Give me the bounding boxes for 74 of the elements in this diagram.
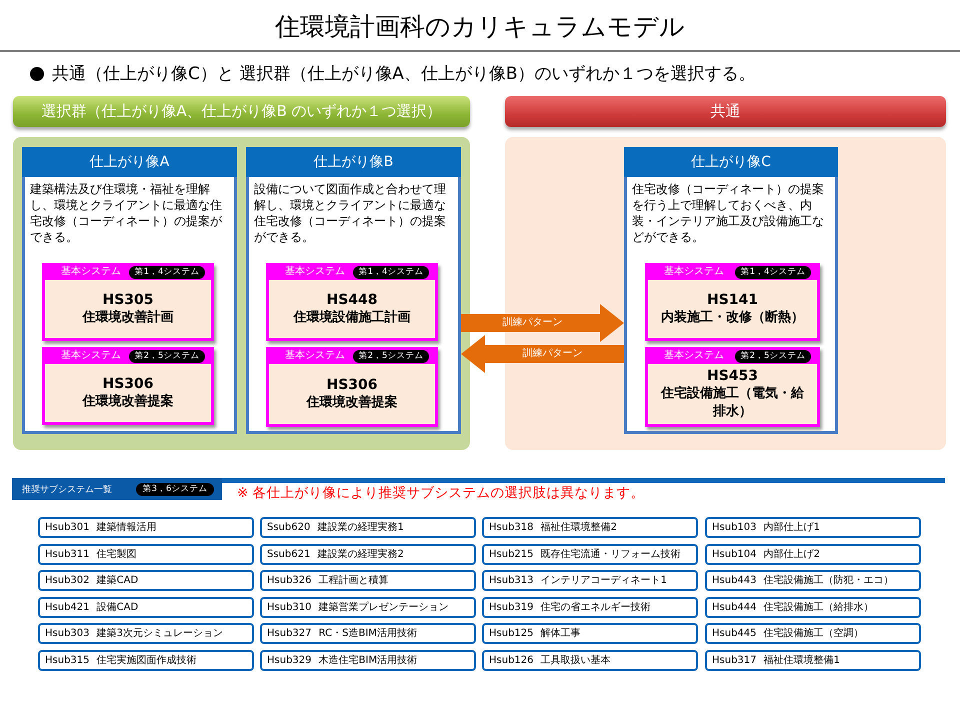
system-label: 基本システム [664,264,724,278]
course-code: HS306 [326,376,378,394]
system-box [266,263,438,341]
subsystem-box: Hsub313 インテリアコーディネート1 [482,570,698,591]
subsystem-box: Hsub301 建築情報活用 [38,517,254,538]
block-arrow [461,304,624,342]
subsystem-box: Hsub104 内部仕上げ2 [705,544,921,565]
system-badge: 第1，4システム [735,266,811,279]
subsystem-box: Hsub215 既存住宅流通・リフォーム技術 [482,544,698,565]
system-badge: 第2，5システム [129,350,205,363]
note-text: ※ 各仕上がり像により推奨サブシステムの選択肢は異なります。 [237,484,645,502]
subsystem-box: Hsub319 住宅の省エネルギー技術 [482,597,698,618]
card-description: 住宅改修（コーディネート）の提案を行う上で理解しておくべき、内装・インテリア施工及び設備施工などができる。 [632,181,825,245]
subsystem-box: Ssub621 建設業の経理実務2 [260,544,476,565]
system-badge: 第2，5システム [353,350,429,363]
subsystem-box: Hsub317 福祉住環境整備1 [705,650,921,671]
subsystem-box: Hsub311 住宅製図 [38,544,254,565]
subsystem-box: Hsub318 福祉住環境整備2 [482,517,698,538]
course-name: 住環境改善提案 [305,394,398,412]
system-label: 基本システム [61,348,121,362]
title: 住環境計画科のカリキュラムモデル [274,11,686,43]
subsystem-box: Hsub302 建築CAD [38,570,254,591]
subsystem-box: Hsub327 RC・S造BIM活用技術 [260,623,476,644]
course-code: HS453 [706,367,758,385]
system-label: 基本システム [61,264,121,278]
card-heading: 仕上がり像A [22,147,237,177]
system-box [42,263,214,341]
card-heading: 仕上がり像C [624,147,838,177]
system-box [266,347,438,427]
system-badge: 第1，4システム [129,266,205,279]
subsystem-box: Hsub103 内部仕上げ1 [705,517,921,538]
instruction-text: 共通（仕上がり像C）と 選択群（仕上がり像A、仕上がり像B）のいずれか１つを選択する。 [52,63,756,85]
subsystem-box: Hsub444 住宅設備施工（給排水） [705,597,921,618]
subsystem-box: Hsub310 建築営業プレゼンテーション [260,597,476,618]
subsystem-box: Hsub126 工具取扱い基本 [482,650,698,671]
outcome-card [624,147,838,434]
section-banner: 選択群（仕上がり像A、仕上がり像B のいずれか１つ選択） [13,96,470,127]
subsystem-box: Hsub445 住宅設備施工（空調） [705,623,921,644]
system-badge: 第1，4システム [353,266,429,279]
subsystem-box: Ssub620 建設業の経理実務1 [260,517,476,538]
card-description: 建築構法及び住環境・福祉を理解し、環境とクライアントに最適な住宅改修（コーディネート）の提案ができる。 [30,181,223,245]
course-name: 内装施工・改修（断熱） [660,309,805,327]
section-tab [12,478,222,500]
subsystem-box: Hsub326 工程計画と積算 [260,570,476,591]
section-banner: 共通 [505,96,946,127]
subsystem-box: Hsub125 解体工事 [482,623,698,644]
system-box [42,347,214,425]
subsystem-box: Hsub303 建築3次元シミュレーション [38,623,254,644]
system-badge: 第2，5システム [735,350,811,363]
system-box [645,263,820,341]
course-code: HS448 [326,291,378,309]
subsystem-box: Hsub443 住宅設備施工（防犯・エコ） [705,570,921,591]
course-code: HS306 [102,375,154,393]
system-box [645,347,820,427]
course-code: HS141 [706,291,758,309]
card-heading: 仕上がり像B [246,147,461,177]
course-name: 住環境改善提案 [81,393,174,411]
subsystem-box: Hsub421 設備CAD [38,597,254,618]
system-label: 基本システム [664,348,724,362]
block-arrow [461,335,624,373]
course-name: 住宅設備施工（電気・給排水） [660,385,805,421]
system-label: 基本システム [285,264,345,278]
course-name: 住環境改善計画 [81,309,174,327]
outcome-card [22,147,237,434]
course-code: HS305 [102,291,154,309]
card-description: 設備について図面作成と合わせて理解し、環境とクライアントに最適な住宅改修（コーディネート）の提案ができる。 [254,181,447,245]
system-label: 基本システム [285,348,345,362]
section-heading: 推奨サブシステム一覧 [22,484,112,496]
system-badge: 第3，6システム [136,483,214,496]
subsystem-box: Hsub329 木造住宅BIM活用技術 [260,650,476,671]
subsystem-box: Hsub315 住宅実施図面作成技術 [38,650,254,671]
group-panel [13,137,470,450]
course-name: 住環境設備施工計画 [292,309,412,327]
outcome-card [246,147,461,434]
